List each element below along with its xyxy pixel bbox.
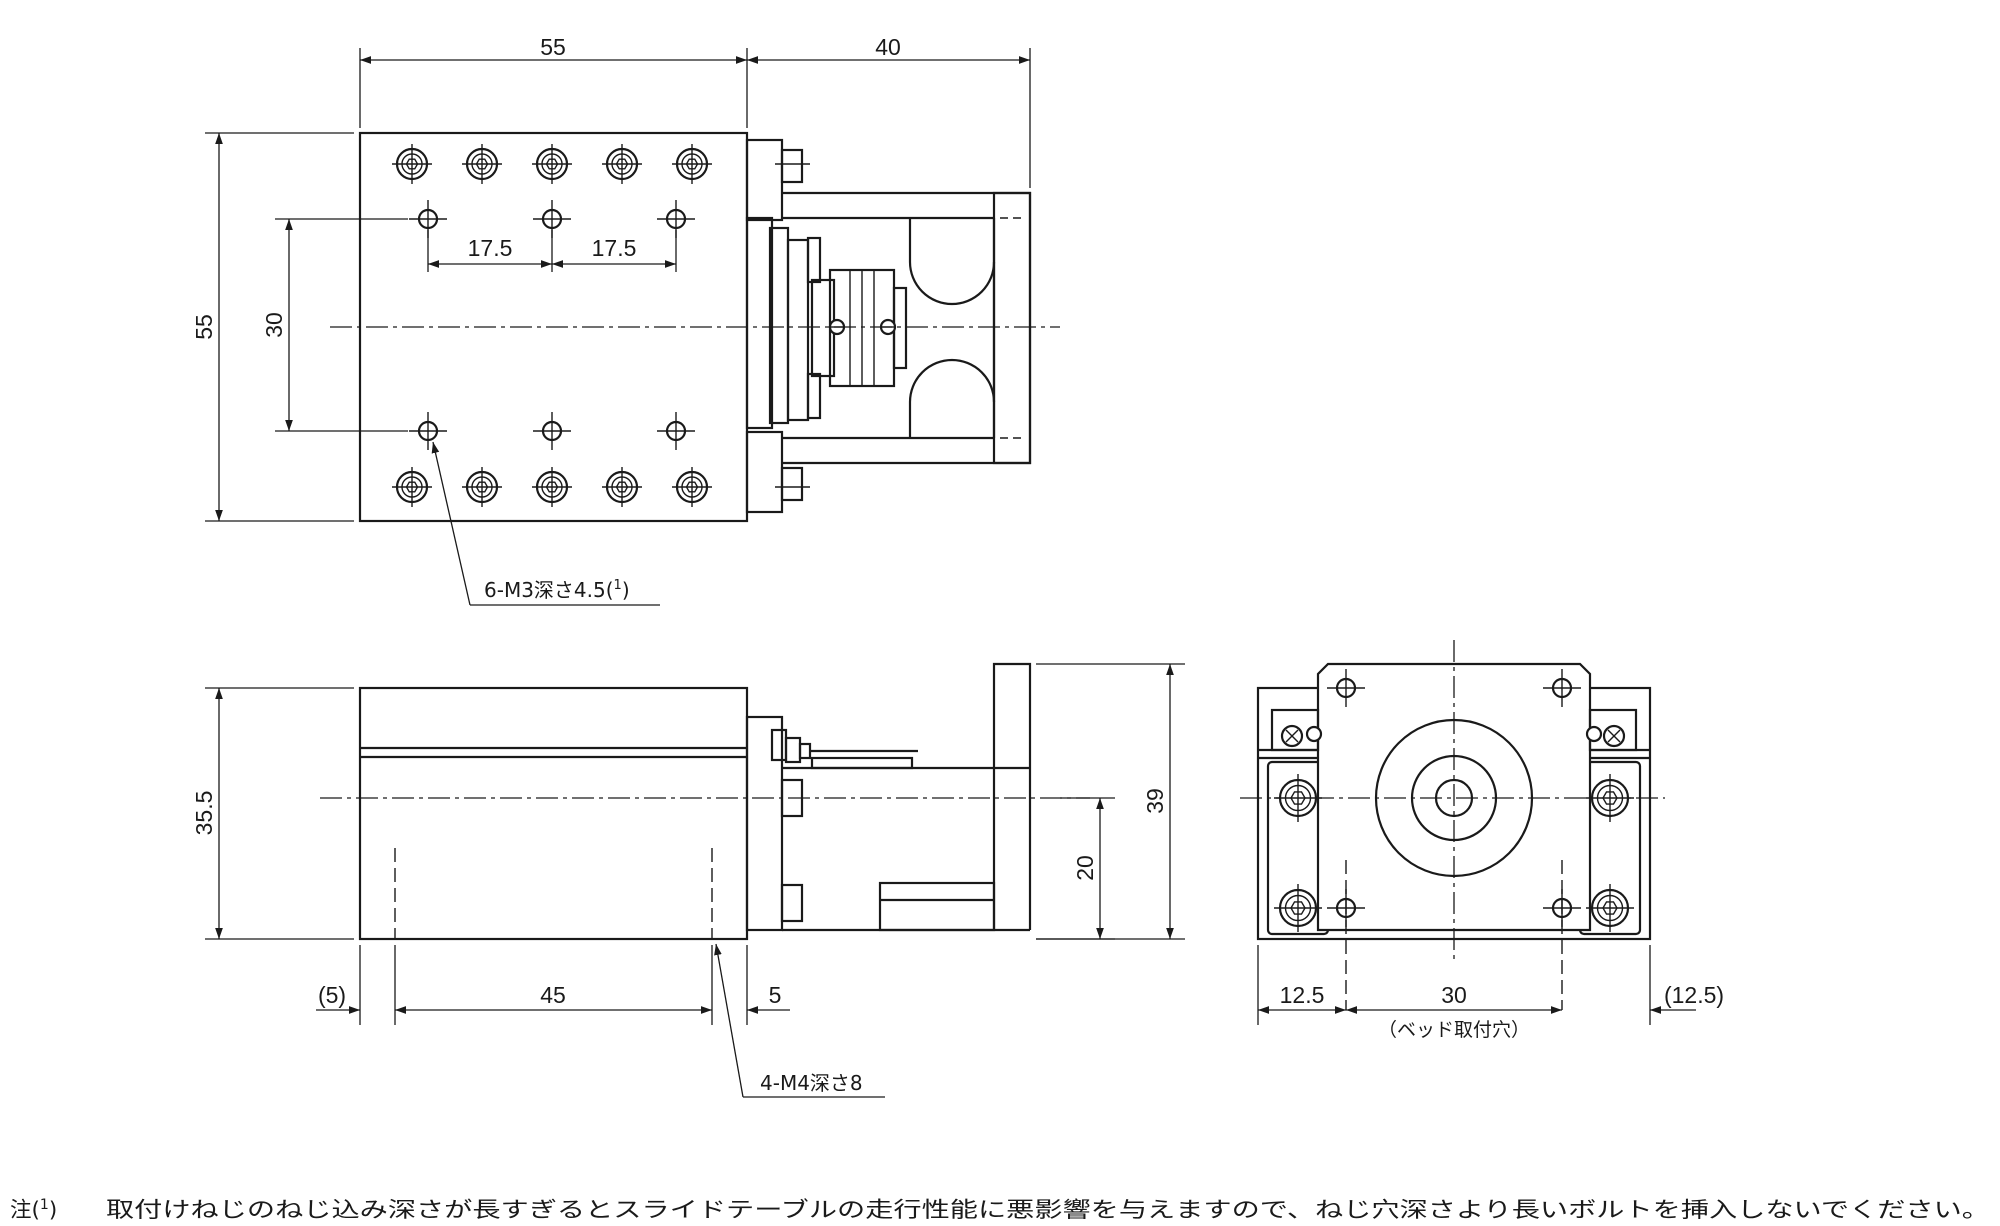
dim-left-offset: (5) bbox=[318, 982, 346, 1008]
clamp-block-bottom bbox=[745, 430, 784, 514]
footnote-label: 注(1) bbox=[10, 1197, 57, 1223]
side-view: 35.5 39 20 (5) 45 5 4-M4深さ8 bbox=[191, 662, 1185, 1098]
clamp-block-top bbox=[745, 138, 784, 222]
footnote-text: 取付けねじのねじ込み深さが長すぎるとスライドテーブルの走行性能に悪影響を与えます… bbox=[106, 1198, 1990, 1223]
dim-center-height: 20 bbox=[1072, 855, 1098, 881]
dim-hole-pitch-x1: 17.5 bbox=[468, 235, 513, 261]
m3-hole-callout: 6-M3深さ4.5(1) bbox=[484, 578, 630, 602]
dim-right-offset: 5 bbox=[769, 982, 782, 1008]
dim-side-hole-pitch: 45 bbox=[540, 982, 566, 1008]
dim-hole-pitch-y: 30 bbox=[261, 312, 287, 338]
dim-bed-hole-note: （ベッド取付穴） bbox=[1378, 1019, 1530, 1041]
dim-bed-hole-pitch: 30 bbox=[1441, 982, 1467, 1008]
dim-table-width: 55 bbox=[540, 34, 566, 60]
dim-table-height: 35.5 bbox=[191, 791, 217, 836]
table-screw-row-top bbox=[390, 142, 714, 186]
footnote: 注(1) 取付けねじのねじ込み深さが長すぎるとスライドテーブルの走行性能に悪影響… bbox=[10, 1197, 1990, 1223]
end-view: 12.5 30 （ベッド取付穴） (12.5) bbox=[1240, 640, 1724, 1041]
end-plate bbox=[745, 216, 774, 430]
dim-motor-length: 40 bbox=[875, 34, 901, 60]
dim-end-left: 12.5 bbox=[1280, 982, 1325, 1008]
m4-hole-callout: 4-M4深さ8 bbox=[760, 1071, 863, 1095]
table-body bbox=[358, 686, 749, 941]
dim-hole-pitch-x2: 17.5 bbox=[592, 235, 637, 261]
top-view: 55 40 55 30 17.5 17.5 6-M3深さ4.5(1) bbox=[191, 34, 1060, 606]
dim-overall-height: 39 bbox=[1142, 788, 1168, 814]
dim-end-right: (12.5) bbox=[1664, 982, 1724, 1008]
dim-table-depth: 55 bbox=[191, 314, 217, 340]
